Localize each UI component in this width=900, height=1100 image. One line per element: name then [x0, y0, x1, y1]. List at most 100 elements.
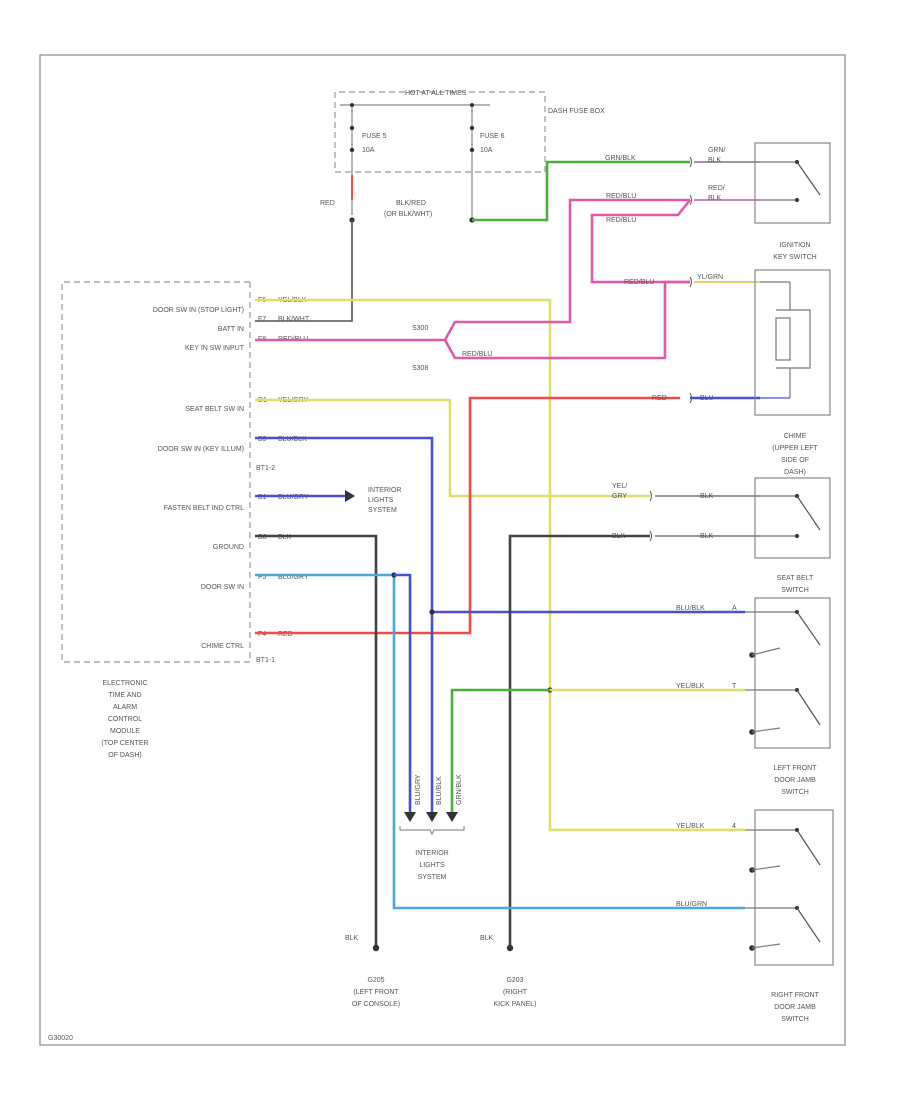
bundle-label-1: BLU/GRY: [415, 774, 422, 805]
module-name-5: MODULE: [110, 728, 140, 735]
ign-w2b-left: RED/BLU: [606, 217, 636, 224]
chime-box: [754, 477, 831, 559]
pin-label-batt-in: BATT IN: [218, 326, 244, 333]
splice-wire-label: RED/BLU: [462, 351, 492, 358]
svg-text:BLU/BLK: BLU/BLK: [436, 776, 443, 805]
pin-label-door-sw-stop: DOOR SW IN (STOP LIGHT): [153, 307, 244, 314]
ign-w1-right-a: GRN/: [708, 147, 726, 154]
right-door-w1: BLU/GRN: [676, 901, 707, 908]
arrow-icon: [345, 490, 355, 502]
door-jamb-switches: [745, 809, 834, 966]
left-door-w1: YEL/BLK: [676, 823, 705, 830]
chime-w2-left: BLK: [612, 533, 626, 540]
bundle-system-3: SYSTEM: [418, 874, 447, 881]
ign-w1-right-b: BLK: [708, 157, 722, 164]
ground-right-2: (RIGHT: [503, 989, 528, 996]
wire-red-chime: [255, 396, 680, 635]
svg-text:BLU/GRY: BLU/GRY: [415, 774, 422, 805]
wire-b8-label: BLK: [278, 534, 292, 541]
chime-name-2: (UPPER LEFT: [772, 445, 818, 452]
seat-belt-w2: YEL/BLK: [676, 683, 705, 690]
wire-blue-door-sw: [255, 573, 745, 910]
pin-f7: F7: [258, 316, 266, 323]
right-door-name-2: DOOR JAMB: [774, 1004, 816, 1011]
interior-arrow-3: SYSTEM: [368, 507, 397, 514]
wire-green-fuse6: [472, 160, 690, 222]
interior-arrow-1: INTERIOR: [368, 487, 401, 494]
pin-label-fasten-belt: FASTEN BELT IND CTRL: [164, 505, 244, 512]
wire-black-ground-right: [508, 534, 650, 948]
pin-label-door-sw: DOOR SW IN: [201, 584, 244, 591]
fuse-6-rating: 10A: [480, 147, 493, 154]
module-name-7: OF DASH): [108, 752, 141, 759]
ignition-switch-top: [754, 142, 831, 224]
connector-bottom: BT1-1: [256, 657, 275, 664]
seat-belt-name-1: SEAT BELT: [777, 575, 814, 582]
seat-belt-w1: BLU/BLK: [676, 605, 705, 612]
ign-w1-left: GRN/BLK: [605, 155, 636, 162]
interior-arrow-2: LIGHTS: [368, 497, 394, 504]
ign-w2-right-b: BLK: [708, 195, 722, 202]
ground-right-wire: BLK: [480, 935, 494, 942]
ign-w2-left: RED/BLU: [606, 193, 636, 200]
pin-label-seat-belt: SEAT BELT SW IN: [185, 406, 244, 413]
ign-w3-right: YL/GRN: [697, 274, 723, 281]
pin-label-door-sw-key: DOOR SW IN (KEY ILLUM): [158, 446, 244, 453]
pin-f4: F4: [258, 631, 266, 638]
pin-label-key-in: KEY IN SW INPUT: [185, 345, 245, 352]
diagram-frame: [39, 54, 846, 1046]
connector-ticks: [649, 156, 692, 542]
chime-w1-left-b: GRY: [612, 493, 627, 500]
module-name-3: ALARM: [113, 704, 137, 711]
bundle-label-3: GRN/BLK: [456, 774, 463, 805]
bundle-label-2: BLU/BLK: [436, 776, 443, 805]
right-door-name-1: RIGHT FRONT: [771, 992, 819, 999]
wire-b1-label: BLU/GRY: [278, 494, 309, 501]
control-module: BT1-2 BT1-1 DOOR SW IN (STOP LIGHT) BATT…: [61, 281, 310, 759]
svg-text:GRN/BLK: GRN/BLK: [456, 774, 463, 805]
bundle-system-1: INTERIOR: [415, 850, 448, 857]
seat-belt-switch: [745, 597, 831, 749]
pin-label-chime-ctrl: CHIME CTRL: [201, 643, 244, 650]
ign-w3-left: RED/BLU: [624, 279, 654, 286]
fuse-wire-right-alt: (OR BLK/WHT): [384, 211, 432, 218]
left-door-name-3: SWITCH: [781, 789, 809, 796]
left-door-w1-pin: 4: [732, 823, 736, 830]
ign-w4-right: BLU: [700, 395, 714, 402]
ignition-name-2: KEY SWITCH: [773, 254, 816, 261]
pin-b1: B1: [258, 494, 267, 501]
fuse-wire-left-label: RED: [320, 200, 335, 207]
module-name-4: CONTROL: [108, 716, 142, 723]
wire-red-blu-lower: [443, 280, 690, 360]
chime-w1-left-a: YEL/: [612, 483, 627, 490]
pin-label-ground: GROUND: [213, 544, 244, 551]
wire-blue-key-illum: [255, 436, 434, 815]
left-door-name-1: LEFT FRONT: [773, 765, 817, 772]
module-name-2: TIME AND: [108, 692, 141, 699]
ground-left-2: (LEFT FRONT: [353, 989, 399, 996]
ignition-name-1: IGNITION: [779, 242, 810, 249]
ground-left-dot: [372, 944, 380, 952]
wire-red-blu-loop: [590, 199, 692, 284]
fuse-box: HOT AT ALL TIMES DASH FUSE BOX FUSE 5 10…: [320, 90, 605, 220]
chime-name-4: DASH): [784, 469, 806, 476]
fuse-6-label: FUSE 6: [480, 133, 505, 140]
connector-top: BT1-2: [256, 465, 275, 472]
seat-belt-w1-pin: A: [732, 605, 737, 612]
pin-b5: B5: [258, 436, 267, 443]
splice-s2: S308: [412, 365, 428, 372]
fuse-box-name: DASH FUSE BOX: [548, 108, 605, 115]
bundle-system-2: LIGHTS: [419, 862, 445, 869]
chime-w1-right: BLK: [700, 493, 714, 500]
wire-f4-label: RED: [278, 631, 293, 638]
pin-b8: B8: [258, 534, 267, 541]
ground-right-dot: [506, 944, 514, 952]
bundle-arrows: [399, 812, 465, 836]
chime-name-1: CHIME: [784, 433, 807, 440]
module-name-1: ELECTRONIC: [102, 680, 147, 687]
fuse-wire-right-label: BLK/RED: [396, 200, 426, 207]
fuse-5-label: FUSE 5: [362, 133, 387, 140]
chime-w2-right: BLK: [700, 533, 714, 540]
